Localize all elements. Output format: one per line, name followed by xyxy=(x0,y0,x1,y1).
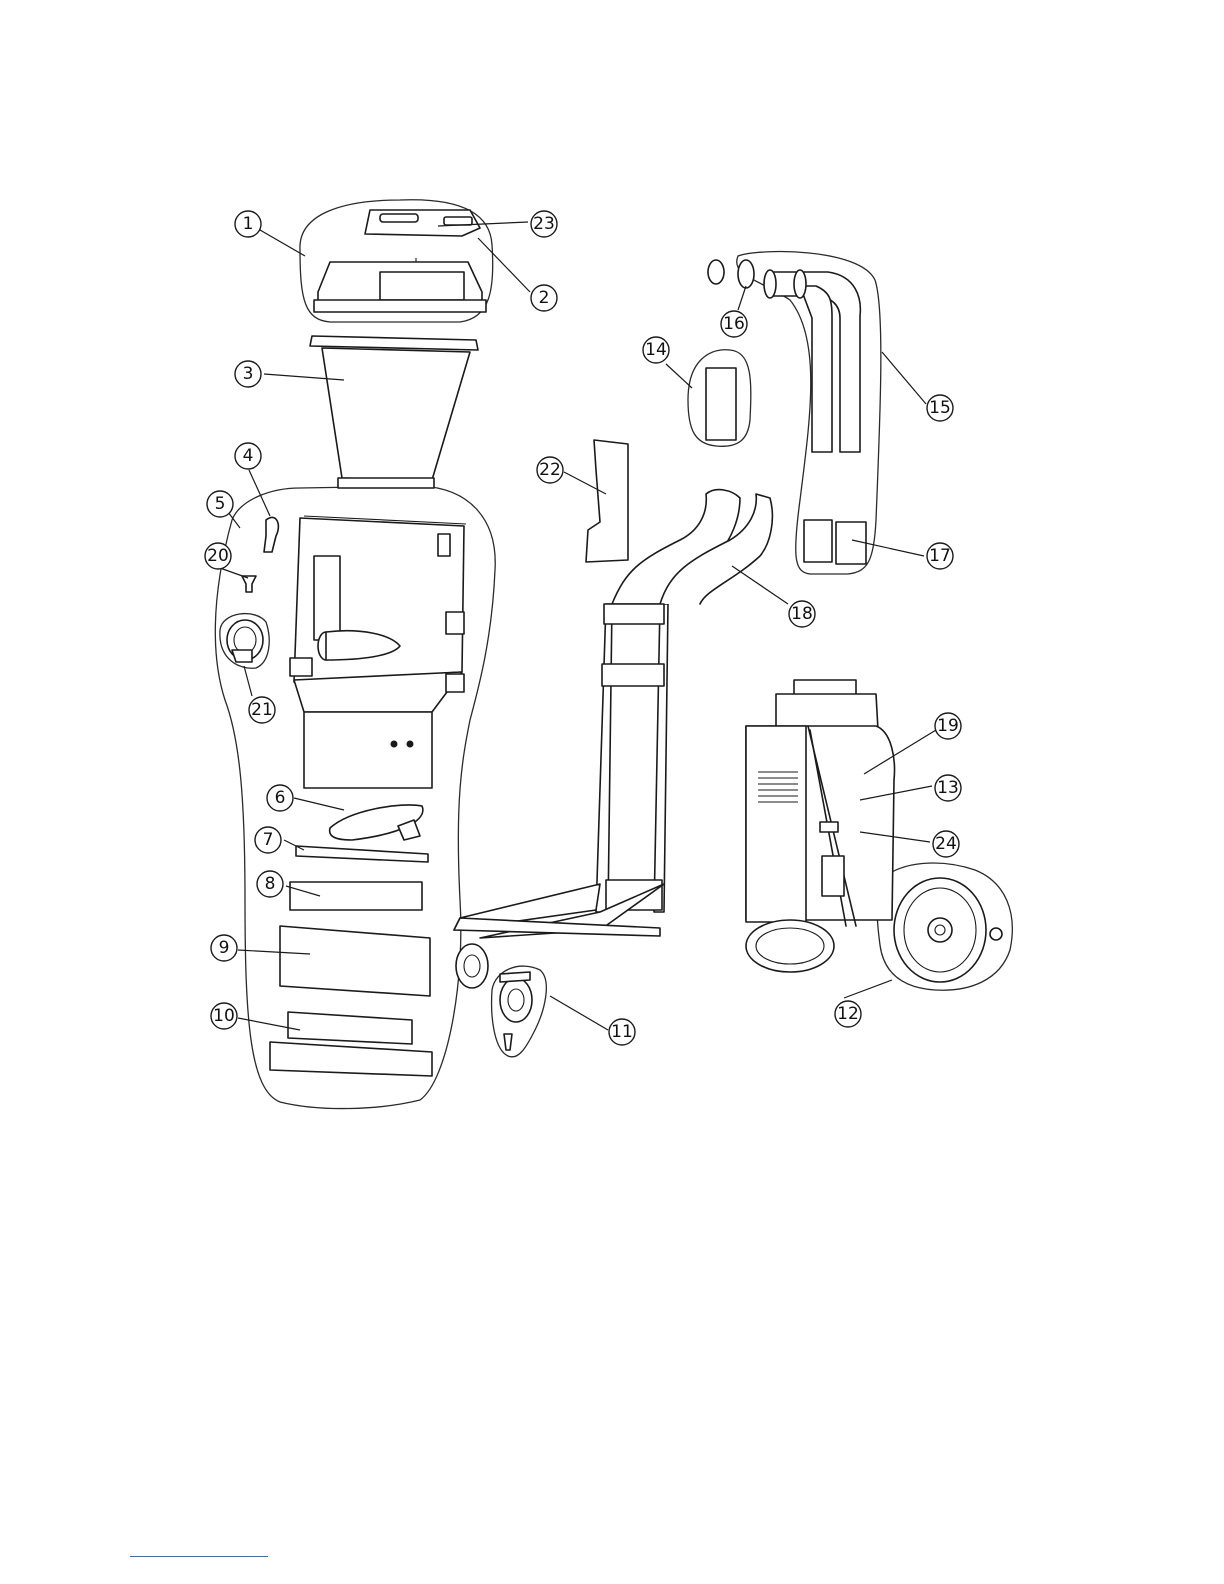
item-2-23-latch xyxy=(365,210,480,236)
item-3-filter-cone xyxy=(310,336,478,488)
callout-1: 1 xyxy=(235,211,261,237)
callout-8: 8 xyxy=(257,871,283,897)
callout-8-label: 8 xyxy=(265,874,276,894)
item-20-screw xyxy=(242,576,256,592)
callout-17: 17 xyxy=(927,543,953,569)
callout-10-label: 10 xyxy=(213,1006,235,1026)
callout-22-label: 22 xyxy=(539,460,561,480)
callout-23: 23 xyxy=(531,211,557,237)
item-22-bag xyxy=(586,440,628,562)
item-16-clamp xyxy=(708,260,754,288)
callout-14-label: 14 xyxy=(645,340,667,360)
callout-20: 20 xyxy=(205,543,231,569)
callout-2: 2 xyxy=(531,285,557,311)
callout-24-label: 24 xyxy=(935,834,957,854)
callout-21: 21 xyxy=(249,697,275,723)
footer-rule xyxy=(130,1556,268,1557)
item-8-filter xyxy=(290,882,422,910)
callout-7-label: 7 xyxy=(263,830,274,850)
callout-2-label: 2 xyxy=(539,288,550,308)
item-14-block xyxy=(706,368,736,440)
callout-5-label: 5 xyxy=(215,494,226,514)
item-21-roll xyxy=(227,620,263,662)
callout-7: 7 xyxy=(255,827,281,853)
item-12-wheel xyxy=(894,878,1002,982)
callout-20-label: 20 xyxy=(207,546,229,566)
item-9-panel xyxy=(280,926,430,996)
item-10-base xyxy=(270,1012,432,1076)
callout-24: 24 xyxy=(933,831,959,857)
callout-6-label: 6 xyxy=(275,788,286,808)
callout-18: 18 xyxy=(789,601,815,627)
callout-18-label: 18 xyxy=(791,604,813,624)
callout-17-label: 17 xyxy=(929,546,951,566)
callout-19: 19 xyxy=(935,713,961,739)
callout-16: 16 xyxy=(721,311,747,337)
callout-21-label: 21 xyxy=(251,700,273,720)
callout-13-label: 13 xyxy=(937,778,959,798)
callout-4-label: 4 xyxy=(243,446,254,466)
callout-13: 13 xyxy=(935,775,961,801)
callout-1-label: 1 xyxy=(243,214,254,234)
callout-10: 10 xyxy=(211,1003,237,1029)
callout-6: 6 xyxy=(267,785,293,811)
callout-23-label: 23 xyxy=(533,214,555,234)
callout-5: 5 xyxy=(207,491,233,517)
callout-4: 4 xyxy=(235,443,261,469)
item-1-lid xyxy=(314,258,486,312)
callout-11-label: 11 xyxy=(611,1022,633,1042)
item-4-hook xyxy=(264,517,278,552)
callout-19-label: 19 xyxy=(937,716,959,736)
tank-body xyxy=(290,516,466,788)
item-11-caster xyxy=(456,944,532,1050)
callout-15: 15 xyxy=(927,395,953,421)
item-7-bar xyxy=(296,846,428,862)
callout-12-label: 12 xyxy=(837,1004,859,1024)
callout-16-label: 16 xyxy=(723,314,745,334)
item-19-13-24-motor-unit xyxy=(746,680,894,972)
callout-12: 12 xyxy=(835,1001,861,1027)
callout-9-label: 9 xyxy=(219,938,230,958)
callout-9: 9 xyxy=(211,935,237,961)
callout-3: 3 xyxy=(235,361,261,387)
callout-22: 22 xyxy=(537,457,563,483)
item-15-hose xyxy=(764,270,860,452)
callout-3-label: 3 xyxy=(243,364,254,384)
item-17-adapter xyxy=(804,520,866,564)
callout-11: 11 xyxy=(609,1019,635,1045)
callout-14: 14 xyxy=(643,337,669,363)
callout-15-label: 15 xyxy=(929,398,951,418)
